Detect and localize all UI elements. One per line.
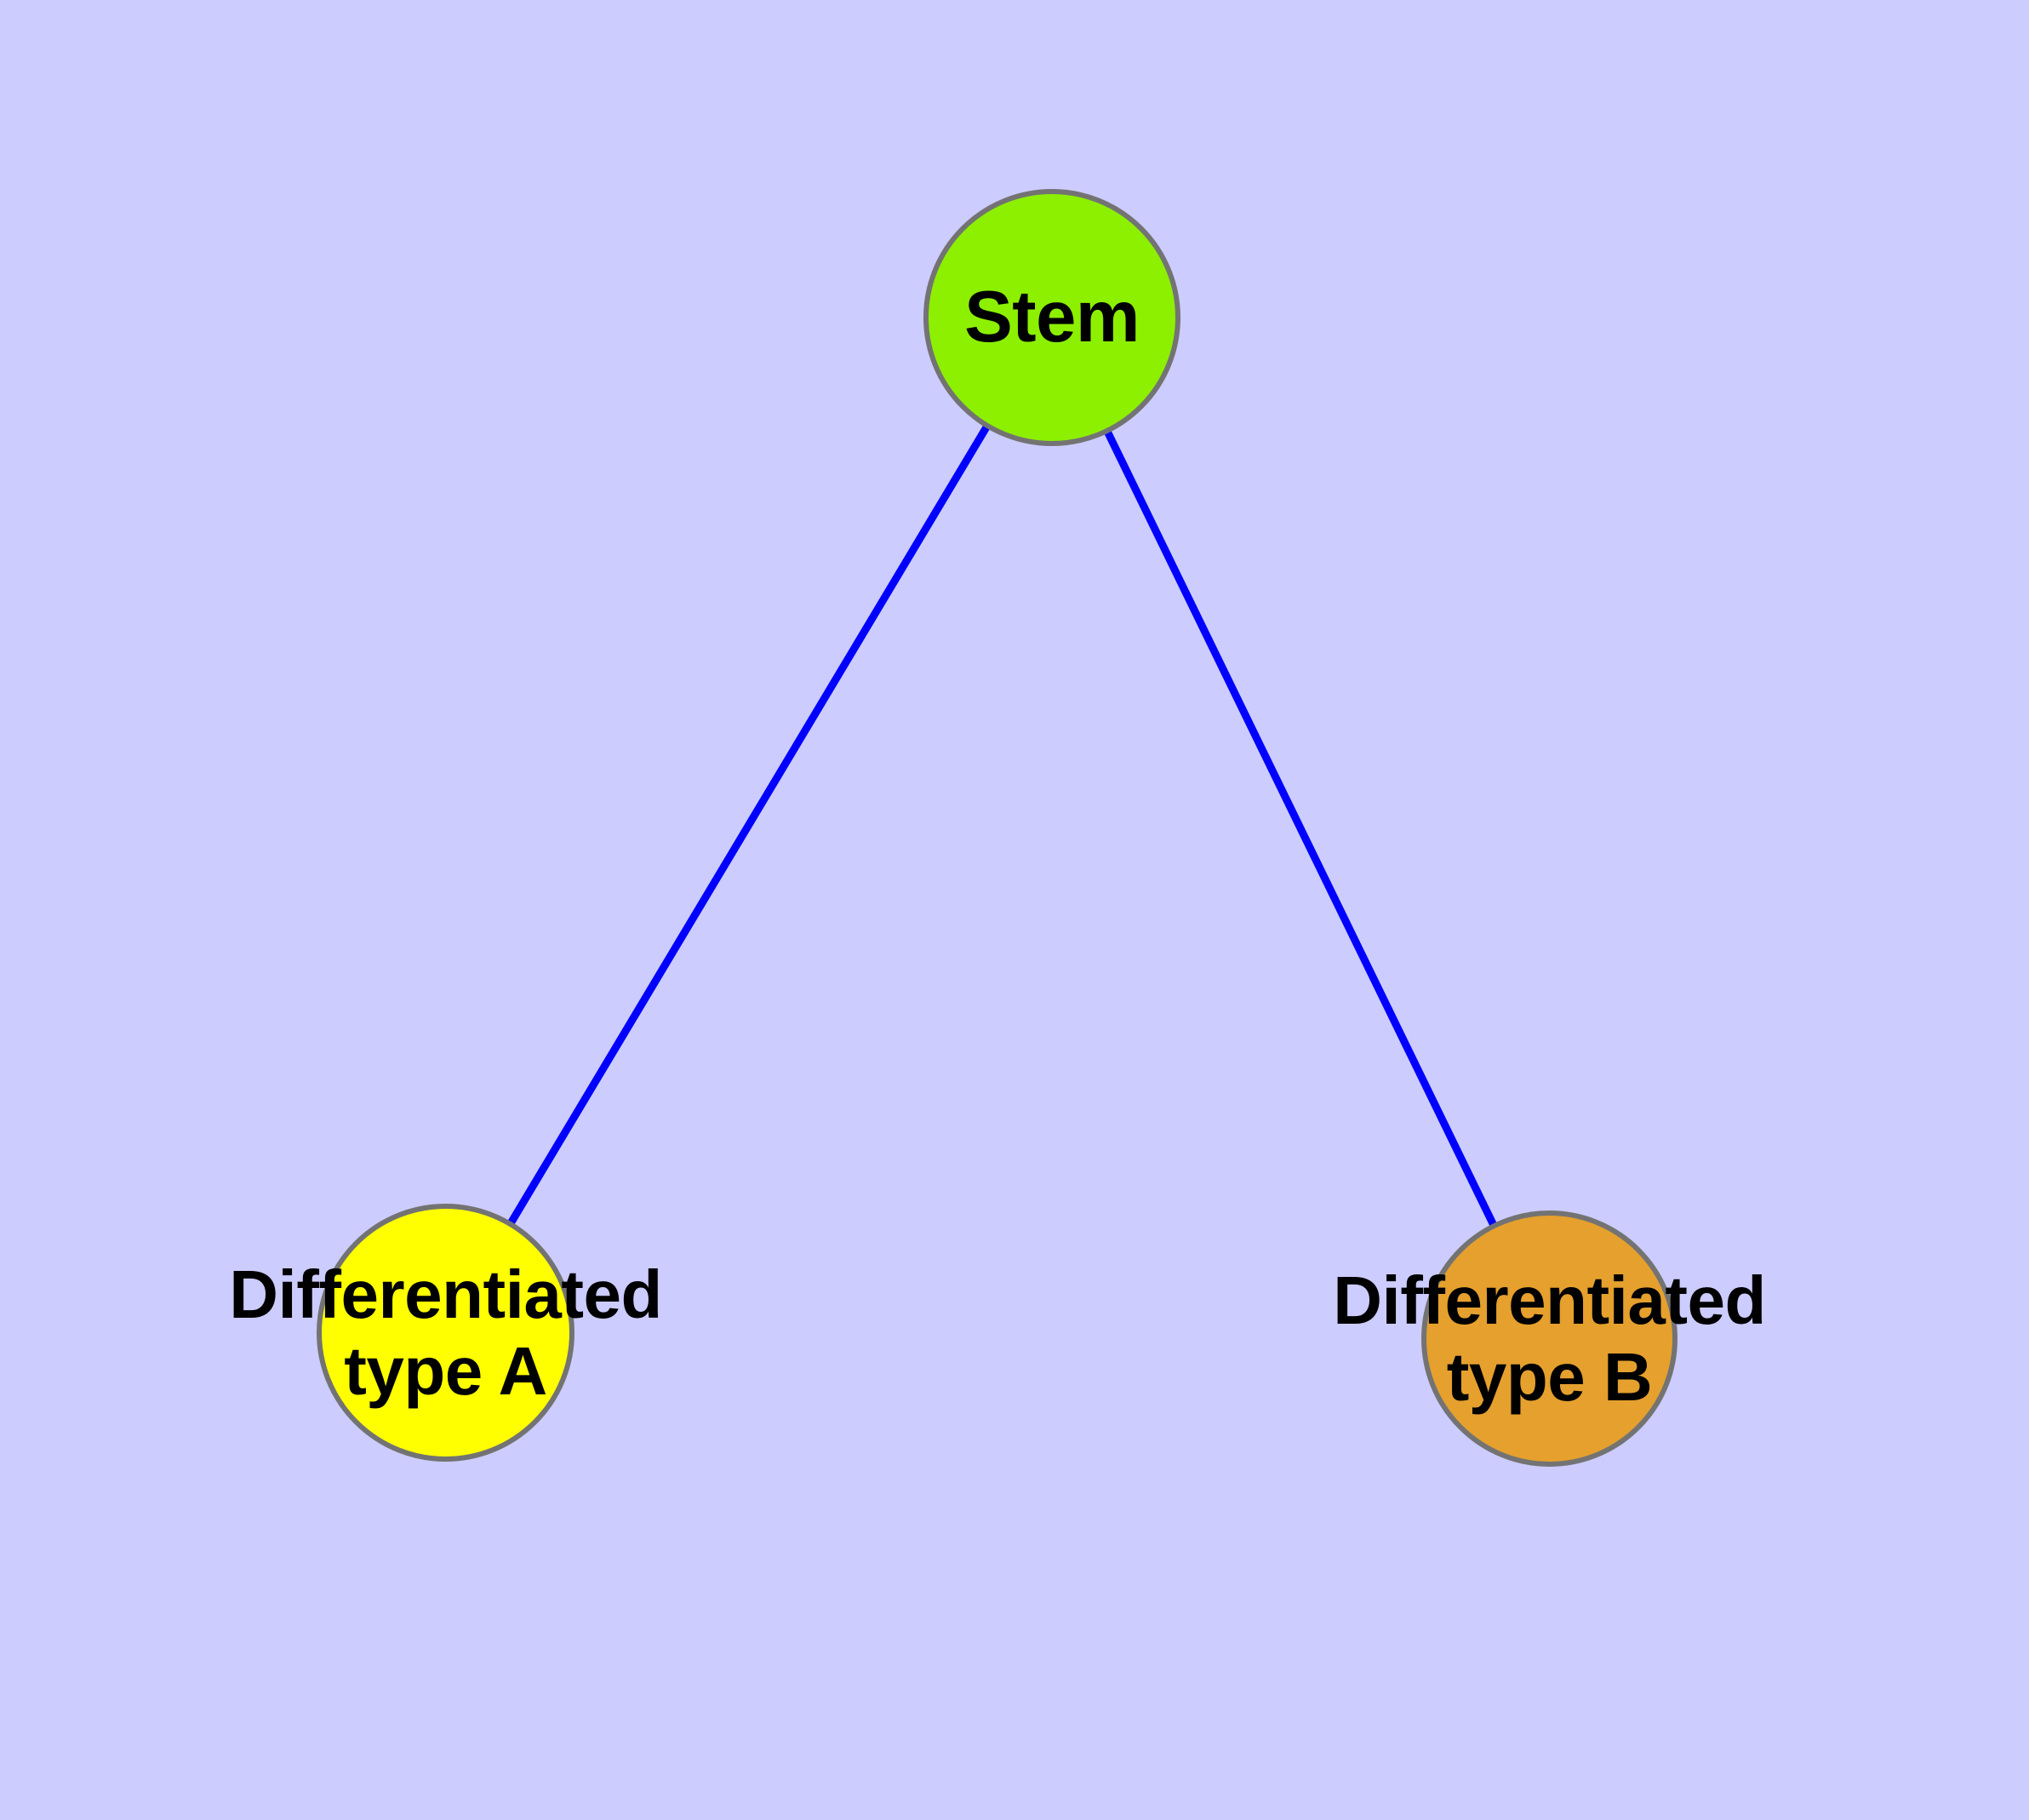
edge-stem-to-diff-b[interactable] (1048, 316, 1553, 1341)
edge-stem-to-diff-a[interactable] (442, 315, 1055, 1336)
node-differentiated-type-b[interactable]: Differentiated type B (1333, 1210, 1766, 1467)
node-differentiated-type-a-circle (317, 1204, 574, 1462)
node-stem-circle (923, 189, 1180, 446)
node-differentiated-type-a[interactable]: Differentiated type A (229, 1204, 662, 1462)
node-differentiated-type-b-circle (1421, 1210, 1677, 1467)
node-stem[interactable]: Stem (923, 189, 1180, 446)
